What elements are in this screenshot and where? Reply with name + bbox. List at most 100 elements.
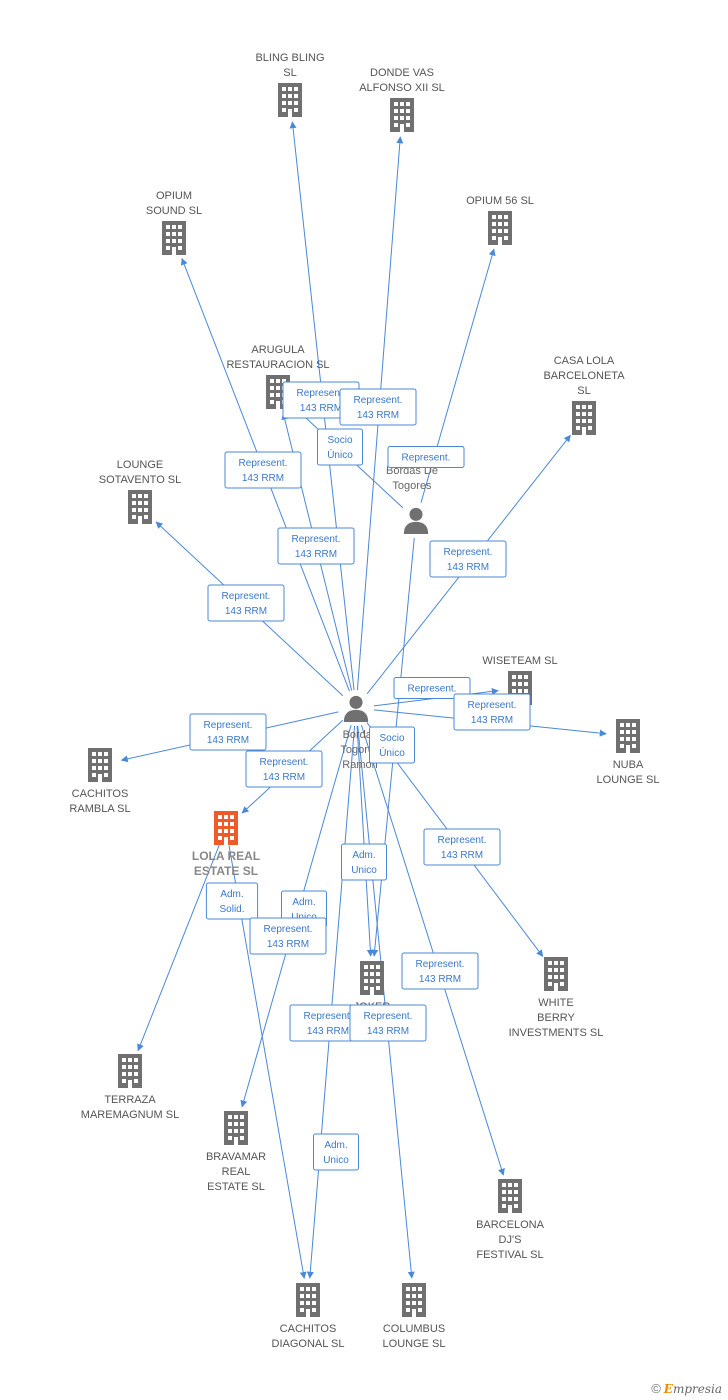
company-node-cachitosdiag[interactable]: CACHITOS DIAGONAL SL xyxy=(272,1283,345,1350)
relation-box-r14[interactable]: Represent.143 RRM xyxy=(423,828,501,866)
company-label: BERRY xyxy=(537,1012,575,1024)
company-node-arugula[interactable]: ARUGULA RESTAURACION SL xyxy=(226,344,330,409)
relation-box-r7[interactable]: Represent.143 RRM xyxy=(207,584,285,622)
edge-lolareal-terraza xyxy=(137,844,220,1052)
building-icon xyxy=(544,957,568,991)
relation-box-r4[interactable]: Represent. xyxy=(387,446,465,468)
relation-box-r9[interactable]: Represent. xyxy=(393,677,471,699)
building-icon xyxy=(128,490,152,524)
relation-label: 143 RRM xyxy=(471,715,513,726)
relation-label: 143 RRM xyxy=(267,939,309,950)
building-icon xyxy=(616,719,640,753)
relation-box-r12[interactable]: Represent.143 RRM xyxy=(245,750,323,788)
company-label: ESTATE SL xyxy=(207,1181,265,1193)
relation-label: Represent. xyxy=(222,591,271,602)
relation-box-frame xyxy=(245,750,323,788)
relation-box-r15[interactable]: Adm. Unico xyxy=(341,843,387,881)
relation-box-r21[interactable]: Represent.143 RRM xyxy=(349,1004,427,1042)
relation-label: Socio xyxy=(379,733,404,744)
relation-box-frame xyxy=(349,1004,427,1042)
company-label: RESTAURACION SL xyxy=(226,359,329,371)
relation-label: Represent. xyxy=(364,1011,413,1022)
company-label: DIAGONAL SL xyxy=(272,1338,345,1350)
relation-label: 143 RRM xyxy=(242,473,284,484)
relation-box-r2[interactable]: Represent.143 RRM xyxy=(339,388,417,426)
relation-label: Represent. xyxy=(402,453,451,464)
company-label: LOUNGE SL xyxy=(383,1338,446,1350)
company-label: ARUGULA xyxy=(251,344,305,356)
relation-label: Socio xyxy=(327,435,352,446)
building-icon xyxy=(402,1283,426,1317)
company-label: COLUMBUS xyxy=(383,1323,445,1335)
relation-label: Adm. xyxy=(352,850,375,861)
relation-label: Adm. xyxy=(292,897,315,908)
person-label: Togores xyxy=(392,480,432,492)
company-label: FESTIVAL SL xyxy=(476,1249,543,1261)
company-label: REAL xyxy=(222,1166,251,1178)
relation-box-r19[interactable]: Represent.143 RRM xyxy=(401,952,479,990)
company-label: ALFONSO XII SL xyxy=(359,82,445,94)
relation-box-frame xyxy=(423,828,501,866)
edge-p_ramon-joker xyxy=(356,725,374,957)
building-icon xyxy=(214,811,238,845)
company-node-columbus[interactable]: COLUMBUS LOUNGE SL xyxy=(383,1283,446,1350)
relation-box-r18[interactable]: Represent.143 RRM xyxy=(249,917,327,955)
edge-p_ramon-barcelonadj xyxy=(360,725,505,1176)
footer: © Empresia xyxy=(651,1381,722,1396)
company-label: CACHITOS xyxy=(280,1323,337,1335)
edge-p_ramon-cachitosdiag xyxy=(306,725,356,1279)
relation-label: Represent. xyxy=(297,388,346,399)
relation-box-r6[interactable]: Represent.143 RRM xyxy=(277,527,355,565)
relation-label: Adm. xyxy=(220,889,243,900)
relation-box-frame xyxy=(277,527,355,565)
relation-box-frame xyxy=(224,451,302,489)
empresia-logo[interactable]: Empresia xyxy=(663,1381,722,1396)
company-label: SOTAVENTO SL xyxy=(99,474,182,486)
company-node-opium56[interactable]: OPIUM 56 SL xyxy=(466,195,534,245)
company-node-wiseteam[interactable]: WISETEAM SL xyxy=(482,655,558,705)
company-label: ESTATE SL xyxy=(194,864,258,878)
relation-label: Único xyxy=(327,448,353,461)
company-label: WISETEAM SL xyxy=(482,655,557,667)
building-icon xyxy=(360,961,384,995)
relation-box-frame xyxy=(207,584,285,622)
relation-box-frame xyxy=(249,917,327,955)
building-icon xyxy=(572,401,596,435)
relation-box-r20[interactable]: Represent.143 RRM xyxy=(289,1004,367,1042)
relation-label: Represent. xyxy=(408,684,457,695)
relation-label: Represent. xyxy=(354,395,403,406)
company-label: SOUND SL xyxy=(146,205,202,217)
relation-label: Adm. xyxy=(324,1140,347,1151)
relation-box-r16[interactable]: Adm.Solid. xyxy=(205,882,259,920)
relation-box-r22[interactable]: Adm.Unico xyxy=(313,1133,359,1171)
building-icon xyxy=(488,211,512,245)
company-label: NUBA xyxy=(613,759,644,771)
relation-box-r10[interactable]: Represent.143 RRM xyxy=(453,693,531,731)
copyright-symbol: © xyxy=(651,1381,661,1396)
relation-box-r8[interactable]: Represent.143 RRM xyxy=(429,540,507,578)
relation-box-frame xyxy=(453,693,531,731)
relation-box-frame xyxy=(341,843,387,881)
relation-label: 143 RRM xyxy=(307,1026,349,1037)
relation-label: Unico xyxy=(351,865,377,876)
relation-label: Represent. xyxy=(416,959,465,970)
relation-box-frame xyxy=(387,446,465,468)
relation-box-r5[interactable]: Represent.143 RRM xyxy=(224,451,302,489)
relation-box-r11[interactable]: Represent.143 RRM xyxy=(189,713,267,751)
